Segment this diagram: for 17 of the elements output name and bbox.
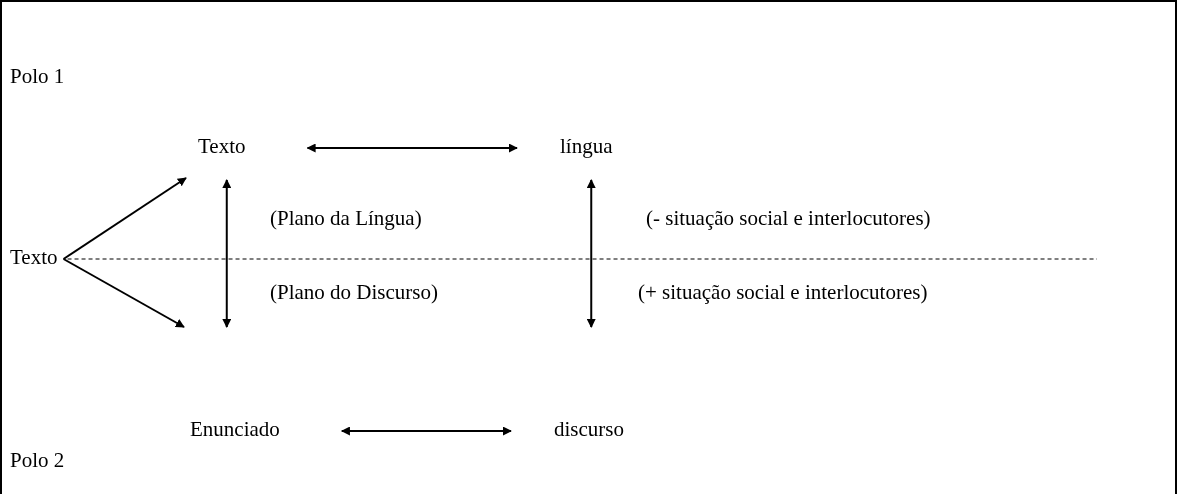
label: (Plano da Língua) bbox=[270, 205, 422, 232]
double-arrow bbox=[586, 179, 596, 328]
node-text: Texto bbox=[10, 243, 58, 271]
double-arrow bbox=[306, 143, 518, 153]
node-text: Enunciado bbox=[190, 415, 280, 443]
node-text: Texto bbox=[198, 132, 246, 160]
label: Polo 1 bbox=[10, 63, 65, 90]
node-text: língua bbox=[560, 132, 613, 160]
label: (- situação social e interlocutores) bbox=[646, 205, 931, 232]
label: (Plano do Discurso) bbox=[270, 279, 438, 306]
arrow bbox=[62, 177, 187, 260]
double-arrow bbox=[222, 179, 232, 328]
label: Polo 2 bbox=[10, 447, 65, 474]
label: (+ situação social e interlocutores) bbox=[638, 279, 928, 306]
node-text: discurso bbox=[554, 415, 624, 443]
double-arrow bbox=[340, 426, 512, 436]
arrow bbox=[62, 258, 185, 328]
